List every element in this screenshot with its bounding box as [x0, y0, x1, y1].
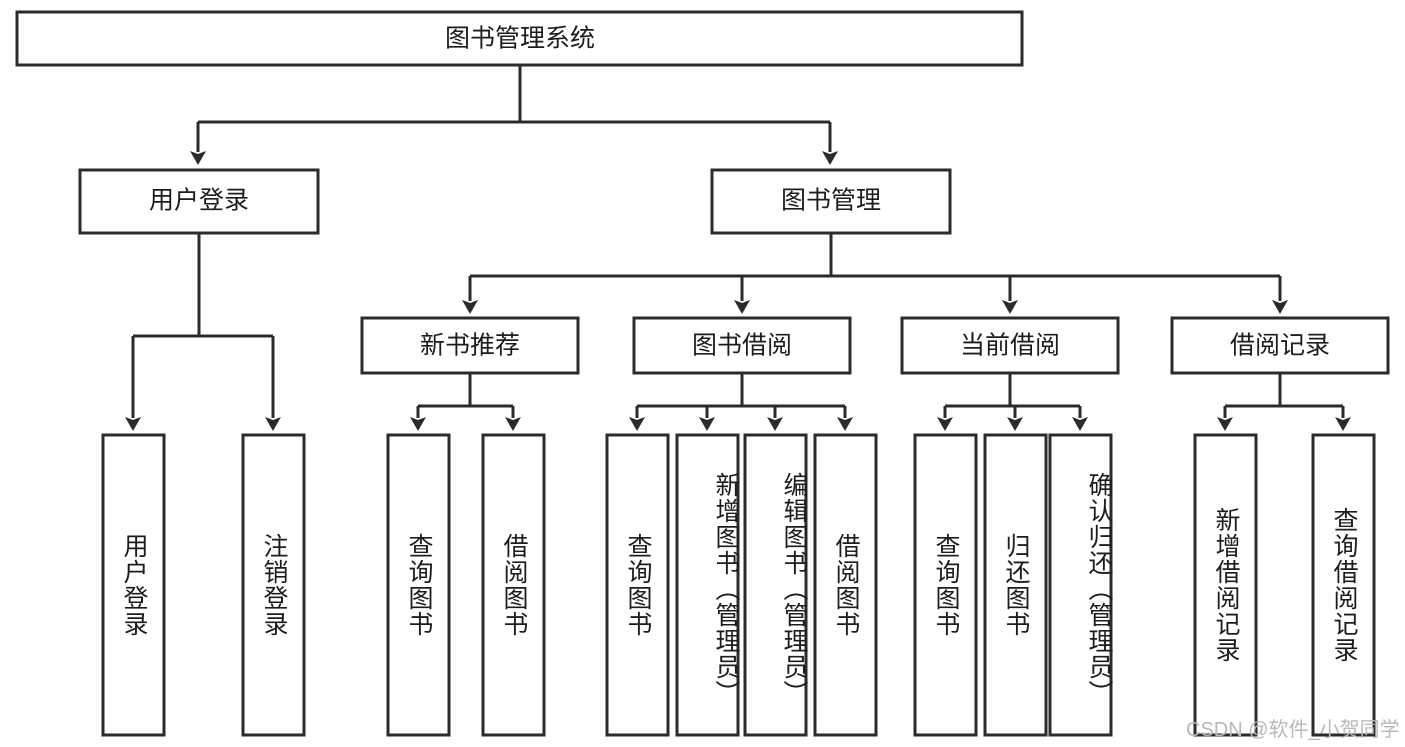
node-current-borrow-box	[900, 316, 1120, 375]
node-user-login-label: 用户登录	[149, 187, 249, 215]
leaf-box-add-borrow-record[interactable]	[1193, 433, 1258, 737]
node-user-login-box	[78, 168, 320, 235]
node-user-login[interactable]: 用户登录	[78, 168, 320, 235]
node-new-book-recommend[interactable]: 新书推荐	[360, 316, 580, 375]
node-book-borrow-label: 图书借阅	[692, 332, 792, 360]
leaf-box-edit-book-admin[interactable]	[743, 433, 808, 737]
node-current-borrow-label: 当前借阅	[960, 332, 1060, 360]
node-new-book-recommend-label: 新书推荐	[420, 332, 520, 360]
node-current-borrow[interactable]: 当前借阅	[900, 316, 1120, 375]
csdn-watermark: CSDN @软件_小贺同学	[1186, 719, 1400, 741]
node-book-borrow[interactable]: 图书借阅	[632, 316, 852, 375]
node-borrow-records[interactable]: 借阅记录	[1170, 316, 1390, 375]
node-borrow-records-box	[1170, 316, 1390, 375]
leaf-box-query-book-borrow[interactable]	[605, 433, 670, 737]
node-new-book-recommend-box	[360, 316, 580, 375]
node-root[interactable]: 图书管理系统	[15, 10, 1024, 67]
leaf-box-query-book-recommend[interactable]	[386, 433, 451, 737]
leaf-box-query-borrow-record[interactable]	[1311, 433, 1376, 737]
node-book-management-label: 图书管理	[781, 187, 881, 215]
connector-group-newbook	[410, 373, 521, 431]
leaf-box-borrow-book[interactable]	[813, 433, 878, 737]
connector-group-login	[125, 233, 281, 431]
connector-group-root	[190, 65, 838, 165]
node-book-management-box	[710, 168, 952, 235]
leaf-box-return-book[interactable]	[983, 433, 1048, 737]
node-borrow-records-label: 借阅记录	[1230, 332, 1330, 360]
leaf-boxes	[101, 433, 1376, 737]
connector-group-bookmgmt	[462, 233, 1288, 314]
connector-group-borrow	[629, 373, 853, 431]
leaf-box-query-book-current[interactable]	[913, 433, 978, 737]
connector-group-current	[937, 373, 1088, 431]
leaf-box-add-book-admin[interactable]	[675, 433, 740, 737]
leaf-box-user-login[interactable]	[101, 433, 166, 737]
connector-group-records	[1217, 373, 1351, 431]
node-root-box	[15, 10, 1024, 67]
node-book-management[interactable]: 图书管理	[710, 168, 952, 235]
leaf-box-logout[interactable]	[241, 433, 306, 737]
node-root-label: 图书管理系统	[445, 25, 595, 53]
leaf-box-confirm-return-admin[interactable]	[1048, 433, 1113, 737]
node-book-borrow-box	[632, 316, 852, 375]
leaf-box-borrow-book-recommend[interactable]	[481, 433, 546, 737]
